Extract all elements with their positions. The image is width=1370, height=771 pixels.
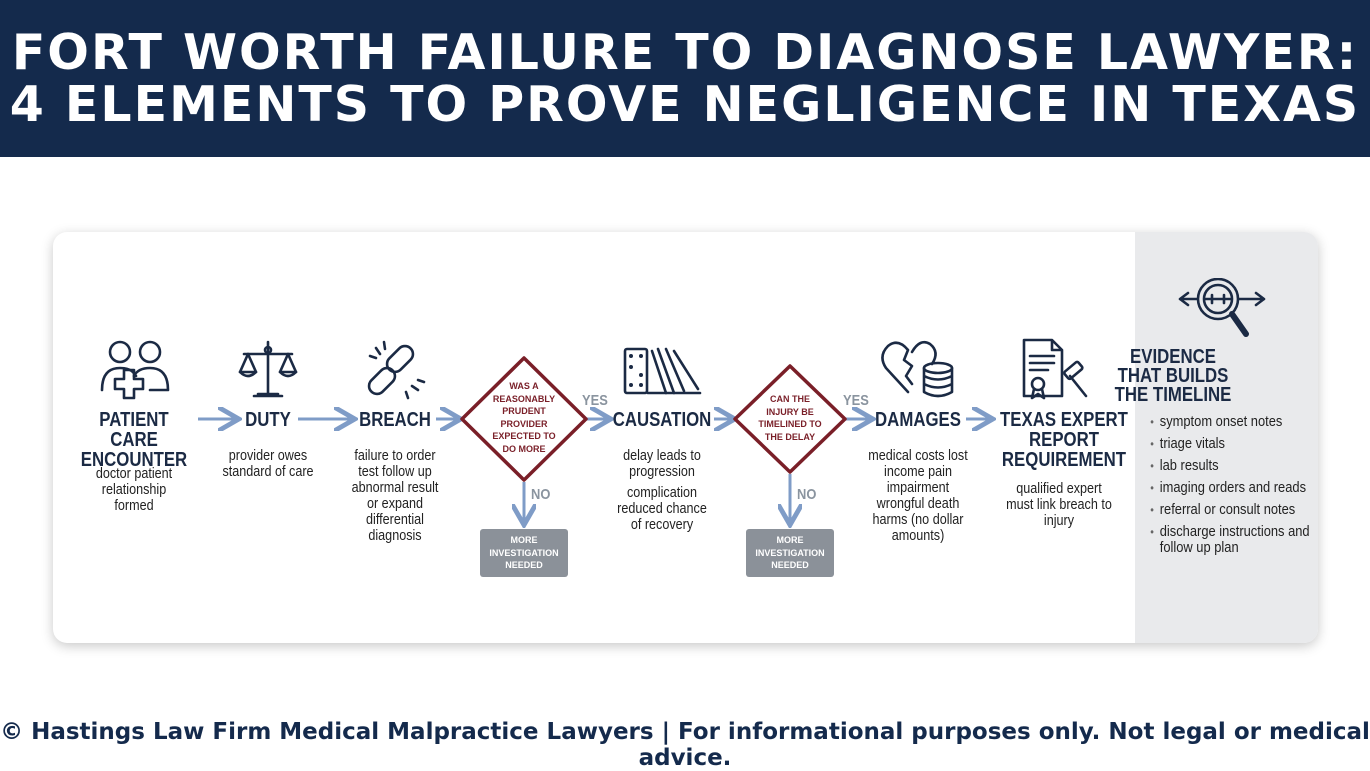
label-causation: CAUSATION (612, 409, 712, 431)
decision2-no: NO (797, 486, 817, 503)
document-gavel-icon (1022, 338, 1088, 400)
label-breach: BREACH (359, 409, 431, 431)
label-patient-care: PATIENT CARE ENCOUNTER (80, 409, 188, 471)
evidence-item: triage vitals (1150, 436, 1310, 453)
decision2-yes: YES (843, 392, 869, 409)
evidence-title: EVIDENCE THAT BUILDS THE TIMELINE (1114, 346, 1232, 406)
evidence-item: symptom onset notes (1150, 414, 1310, 431)
desc-causation-2: complication reduced chance of recovery (617, 484, 707, 533)
decision1-question: WAS A REASONABLY PRUDENT PROVIDER EXPECT… (492, 381, 556, 454)
magnifier-timeline-icon (1178, 278, 1266, 337)
label-damages: DAMAGES (875, 409, 961, 431)
decision1-no-result: MORE INVESTIGATION NEEDED (480, 529, 568, 577)
page-title-line2: 4 ELEMENTS TO PROVE NEGLIGENCE IN TEXAS (9, 76, 1361, 133)
page-title-line1: FORT WORTH FAILURE TO DIAGNOSE LAWYER: (11, 24, 1359, 81)
dominoes-icon (623, 347, 702, 395)
decision2-question: CAN THE INJURY BE TIMELINED TO THE DELAY (758, 394, 822, 442)
desc-breach: failure to order test follow up abnormal… (351, 447, 439, 544)
label-expert: TEXAS EXPERT REPORT REQUIREMENT (1000, 409, 1128, 471)
header-banner: FORT WORTH FAILURE TO DIAGNOSE LAWYER: 4… (0, 0, 1370, 157)
decision1-diamond (460, 356, 588, 482)
evidence-item: referral or consult notes (1150, 502, 1310, 519)
evidence-list: symptom onset notes triage vitals lab re… (1150, 414, 1322, 562)
decision1-no: NO (531, 486, 551, 503)
desc-expert: qualified expert must link breach to inj… (1006, 480, 1112, 529)
evidence-item: discharge instructions and follow up pla… (1150, 524, 1310, 556)
decision2-no-result: MORE INVESTIGATION NEEDED (746, 529, 834, 577)
desc-damages: medical costs lost income pain impairmen… (868, 447, 968, 544)
decision1-yes: YES (582, 392, 608, 409)
broken-chain-icon (367, 340, 426, 400)
desc-patient-care: doctor patient relationship formed (95, 465, 173, 514)
broken-heart-coins-icon (881, 340, 954, 398)
label-duty: DUTY (245, 409, 291, 431)
patient-care-icon (100, 340, 170, 400)
evidence-item: lab results (1150, 458, 1310, 475)
desc-duty: provider owes standard of care (222, 447, 314, 480)
footer-disclaimer: © Hastings Law Firm Medical Malpractice … (0, 719, 1370, 771)
evidence-item: imaging orders and reads (1150, 480, 1310, 497)
desc-causation-1: delay leads to progression (623, 447, 701, 480)
scales-icon (238, 340, 298, 398)
decision2-diamond (733, 364, 847, 474)
